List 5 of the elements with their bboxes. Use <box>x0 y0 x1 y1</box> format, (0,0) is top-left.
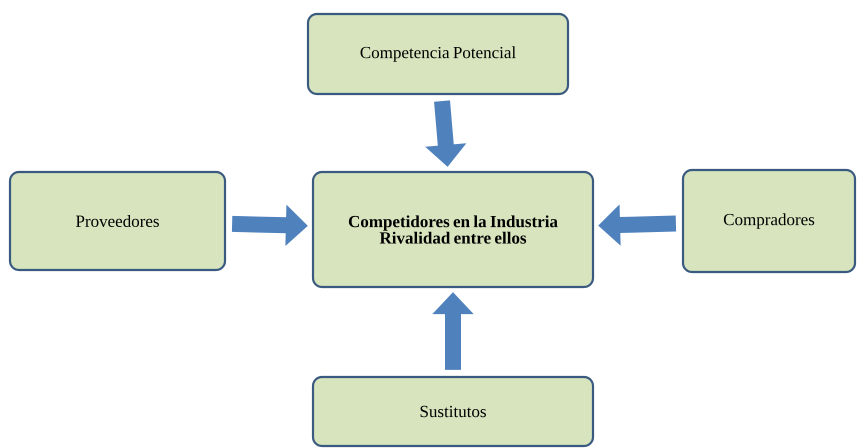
process-box: Competidores en la Industria Rivalidad entre ellos <box>312 170 594 288</box>
process-box: Competencia Potencial <box>306 12 570 96</box>
process-box: Sustitutos <box>312 376 594 448</box>
process-box: Proveedores <box>8 170 226 272</box>
process-box: Compradores <box>682 168 856 274</box>
